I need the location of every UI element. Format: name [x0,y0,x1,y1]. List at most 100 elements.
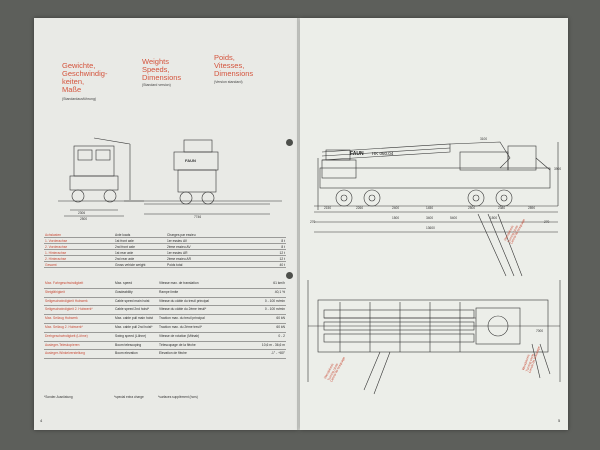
rear-view-brand: FAUN [185,158,196,163]
plan-dim: 7000 [536,329,544,333]
dim-height: 3100 [480,137,488,141]
cell-fr: Traction max. du 2ème treuil* [158,323,250,333]
cell-v: 40,1 % [250,288,286,298]
cell-de: Steigfähigkeit [44,288,114,298]
cell-en: Boom telescoping [114,341,158,351]
truck-end-views [58,137,282,217]
cell-v: 0 - 100 m/min [250,297,286,307]
dim-right-height: 3900 [554,167,562,171]
cell-en: 1st rear axle [114,249,166,256]
cell-v: -1° - +80° [250,349,286,360]
cell-en: Cable speed 2nd hoist* [114,305,158,316]
table-row: Max. Seilzug 2. Hubwerk*Max. cable pull … [44,323,286,333]
dim-top-7: 2890 [528,206,536,210]
punch-hole-bottom [286,272,293,279]
cell-v: 0 - 100 m/min [250,305,286,316]
dim-mid-3: 5400 [450,216,458,220]
punch-hole-top [286,139,293,146]
cell-v: 60 kN [250,314,286,324]
cell-en: Axle loads [114,232,166,238]
page-number-left: 4 [40,418,43,423]
cell-en: Gradeability [114,288,158,298]
cell-de: 1. Hinterachse [44,249,114,256]
cell-v: 60 kN [250,323,286,333]
rear-view-dim: 7746 [194,215,202,219]
dim-left: 270 [310,220,316,224]
cell-fr: Télescopage de la flèche [158,341,250,351]
cell-v: 12 t [252,255,286,262]
cell-de: Ausleger-Teleskopieren [44,341,114,351]
cell-de: Max. Seilzug 2. Hubwerk* [44,323,114,333]
footnote-de: *Sonder-Ausrüstung [44,395,73,399]
cell-de: Gesamt [44,261,114,268]
crane-drawings [307,141,561,395]
cell-en: Cable speed main hoist [114,297,158,307]
cell-de: Max. Fahrgeschwindigkeit [44,280,114,289]
right-page: FAUN HK 060.04 2150 2260 2400 1450 2500 … [300,18,568,430]
front-dim-1: 2306 [78,211,86,215]
dim-right: 270 [544,220,550,224]
cell-v: 8 t [252,243,286,250]
cell-de: 2. Vorderachse [44,243,114,250]
heading-de: Gewichte,Geschwindig-keiten,Maße [62,61,108,94]
cell-de: 1. Vorderachse [44,237,114,244]
cell-de: Max. Seilzug Hubwerk [44,314,114,324]
cell-v: 0 - 2 [250,332,286,342]
cell-v: 12 t [252,249,286,256]
front-dim-2: 2500 [80,217,88,221]
heading-de-sub: (Standardausführung) [62,97,97,101]
cell-en: Boom elevation [114,349,158,360]
cell-fr: Vitesse du câble du treuil principal [158,297,250,307]
dim-top-2: 2260 [356,206,364,210]
footnote-en: *special extra charge [114,395,144,399]
table-row: Seilgeschwindigkeit 2. Hubwerk*Cable spe… [44,305,286,316]
cell-fr: Rampe limite [158,288,250,298]
footnote-fr: *surfaces supplément (hors) [158,395,198,399]
cell-fr: Elevation de flèche [158,349,250,360]
dim-top-1: 2150 [324,206,332,210]
cell-en: Max. speed [114,280,158,289]
dim-top-6: 2380 [498,206,506,210]
cell-de: 2. Hinterachse [44,255,114,262]
cell-fr: Poids total [166,261,252,268]
heading-fr: Poids,Vitesses,Dimensions [214,53,254,78]
dim-top-4: 1450 [426,206,434,210]
cell-fr: 1er essieu AR [166,249,252,256]
crane-brand: FAUN [350,151,364,157]
dim-top-5: 2500 [468,206,476,210]
cell-v: 40 t [252,261,286,268]
left-page: Gewichte,Geschwindig-keiten,Maße (Standa… [34,18,298,430]
crane-model: HK 060.04 [372,151,394,156]
cell-fr: Vitesse du câble du 2ème treuil* [158,305,250,316]
cell-fr: Charges par essieu [166,232,252,238]
cell-v: 10,6 m - 36,6 m [250,341,286,351]
cell-fr: 1er essieu AV [166,237,252,244]
cell-en: Max. cable pull main hoist [114,314,158,324]
heading-en-sub: (Standard version) [142,83,171,87]
dim-mid-1: 1500 [392,216,400,220]
heading-fr-sub: (Version standard) [214,80,243,84]
dim-mid-2: 3400 [426,216,434,220]
cell-fr: Vitesse de rotation (Mitnab) [158,332,250,342]
cell-de: Achslasten [44,232,114,238]
cell-fr: 2ème essieu AR [166,255,252,262]
cell-fr: Traction max. du treuil principal [158,314,250,324]
cell-fr: Vitesse max. de translation [158,280,250,289]
spine [297,18,301,430]
cell-en: Swing speed (Löhne) [114,332,158,342]
cell-v [252,232,286,238]
cell-en: 2nd rear axle [114,255,166,262]
cell-en: Gross vehicle weight [114,261,166,268]
dim-top-3: 2400 [392,206,400,210]
